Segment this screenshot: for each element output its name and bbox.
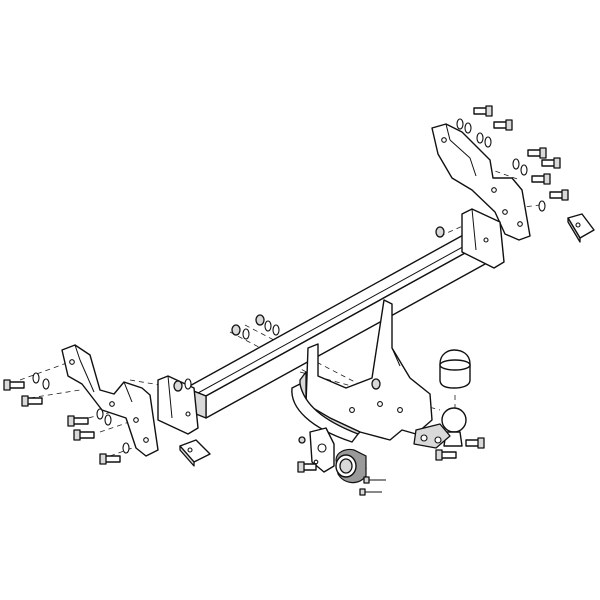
washer: [96, 408, 112, 426]
nut: [173, 378, 192, 392]
bolt: [465, 437, 485, 449]
electrical-socket: [335, 448, 367, 484]
screw: [359, 488, 382, 496]
washer: [512, 158, 528, 176]
bolt: [297, 461, 317, 473]
nut: [298, 436, 306, 444]
bolt: [3, 379, 25, 391]
bolt-sets: [3, 105, 569, 496]
screw: [363, 476, 386, 484]
nut: [231, 324, 250, 340]
cross-beam: [157, 208, 505, 435]
nut: [435, 226, 445, 238]
washer: [122, 442, 130, 454]
bolt: [67, 415, 89, 427]
bolt: [473, 105, 493, 117]
bolt: [541, 157, 561, 169]
bolt: [99, 453, 121, 465]
bolt: [73, 429, 95, 441]
washer: [456, 118, 472, 134]
bolt: [21, 395, 43, 407]
bolt: [549, 189, 569, 201]
bolt: [527, 147, 547, 159]
washer: [538, 200, 546, 212]
nut: [371, 378, 381, 390]
bolt: [531, 173, 551, 185]
socket-plate: [309, 427, 335, 473]
left-spacer: [179, 439, 211, 467]
tow-ball: [413, 407, 467, 449]
left-bracket: [61, 344, 159, 457]
right-bracket: [431, 123, 531, 241]
bolt: [493, 119, 513, 131]
nut: [255, 314, 280, 336]
bolt: [435, 449, 457, 461]
washer: [476, 132, 492, 148]
tow-neck: [291, 299, 433, 443]
ball-cover: [439, 349, 471, 389]
washer: [32, 372, 50, 390]
right-spacer: [567, 213, 595, 243]
